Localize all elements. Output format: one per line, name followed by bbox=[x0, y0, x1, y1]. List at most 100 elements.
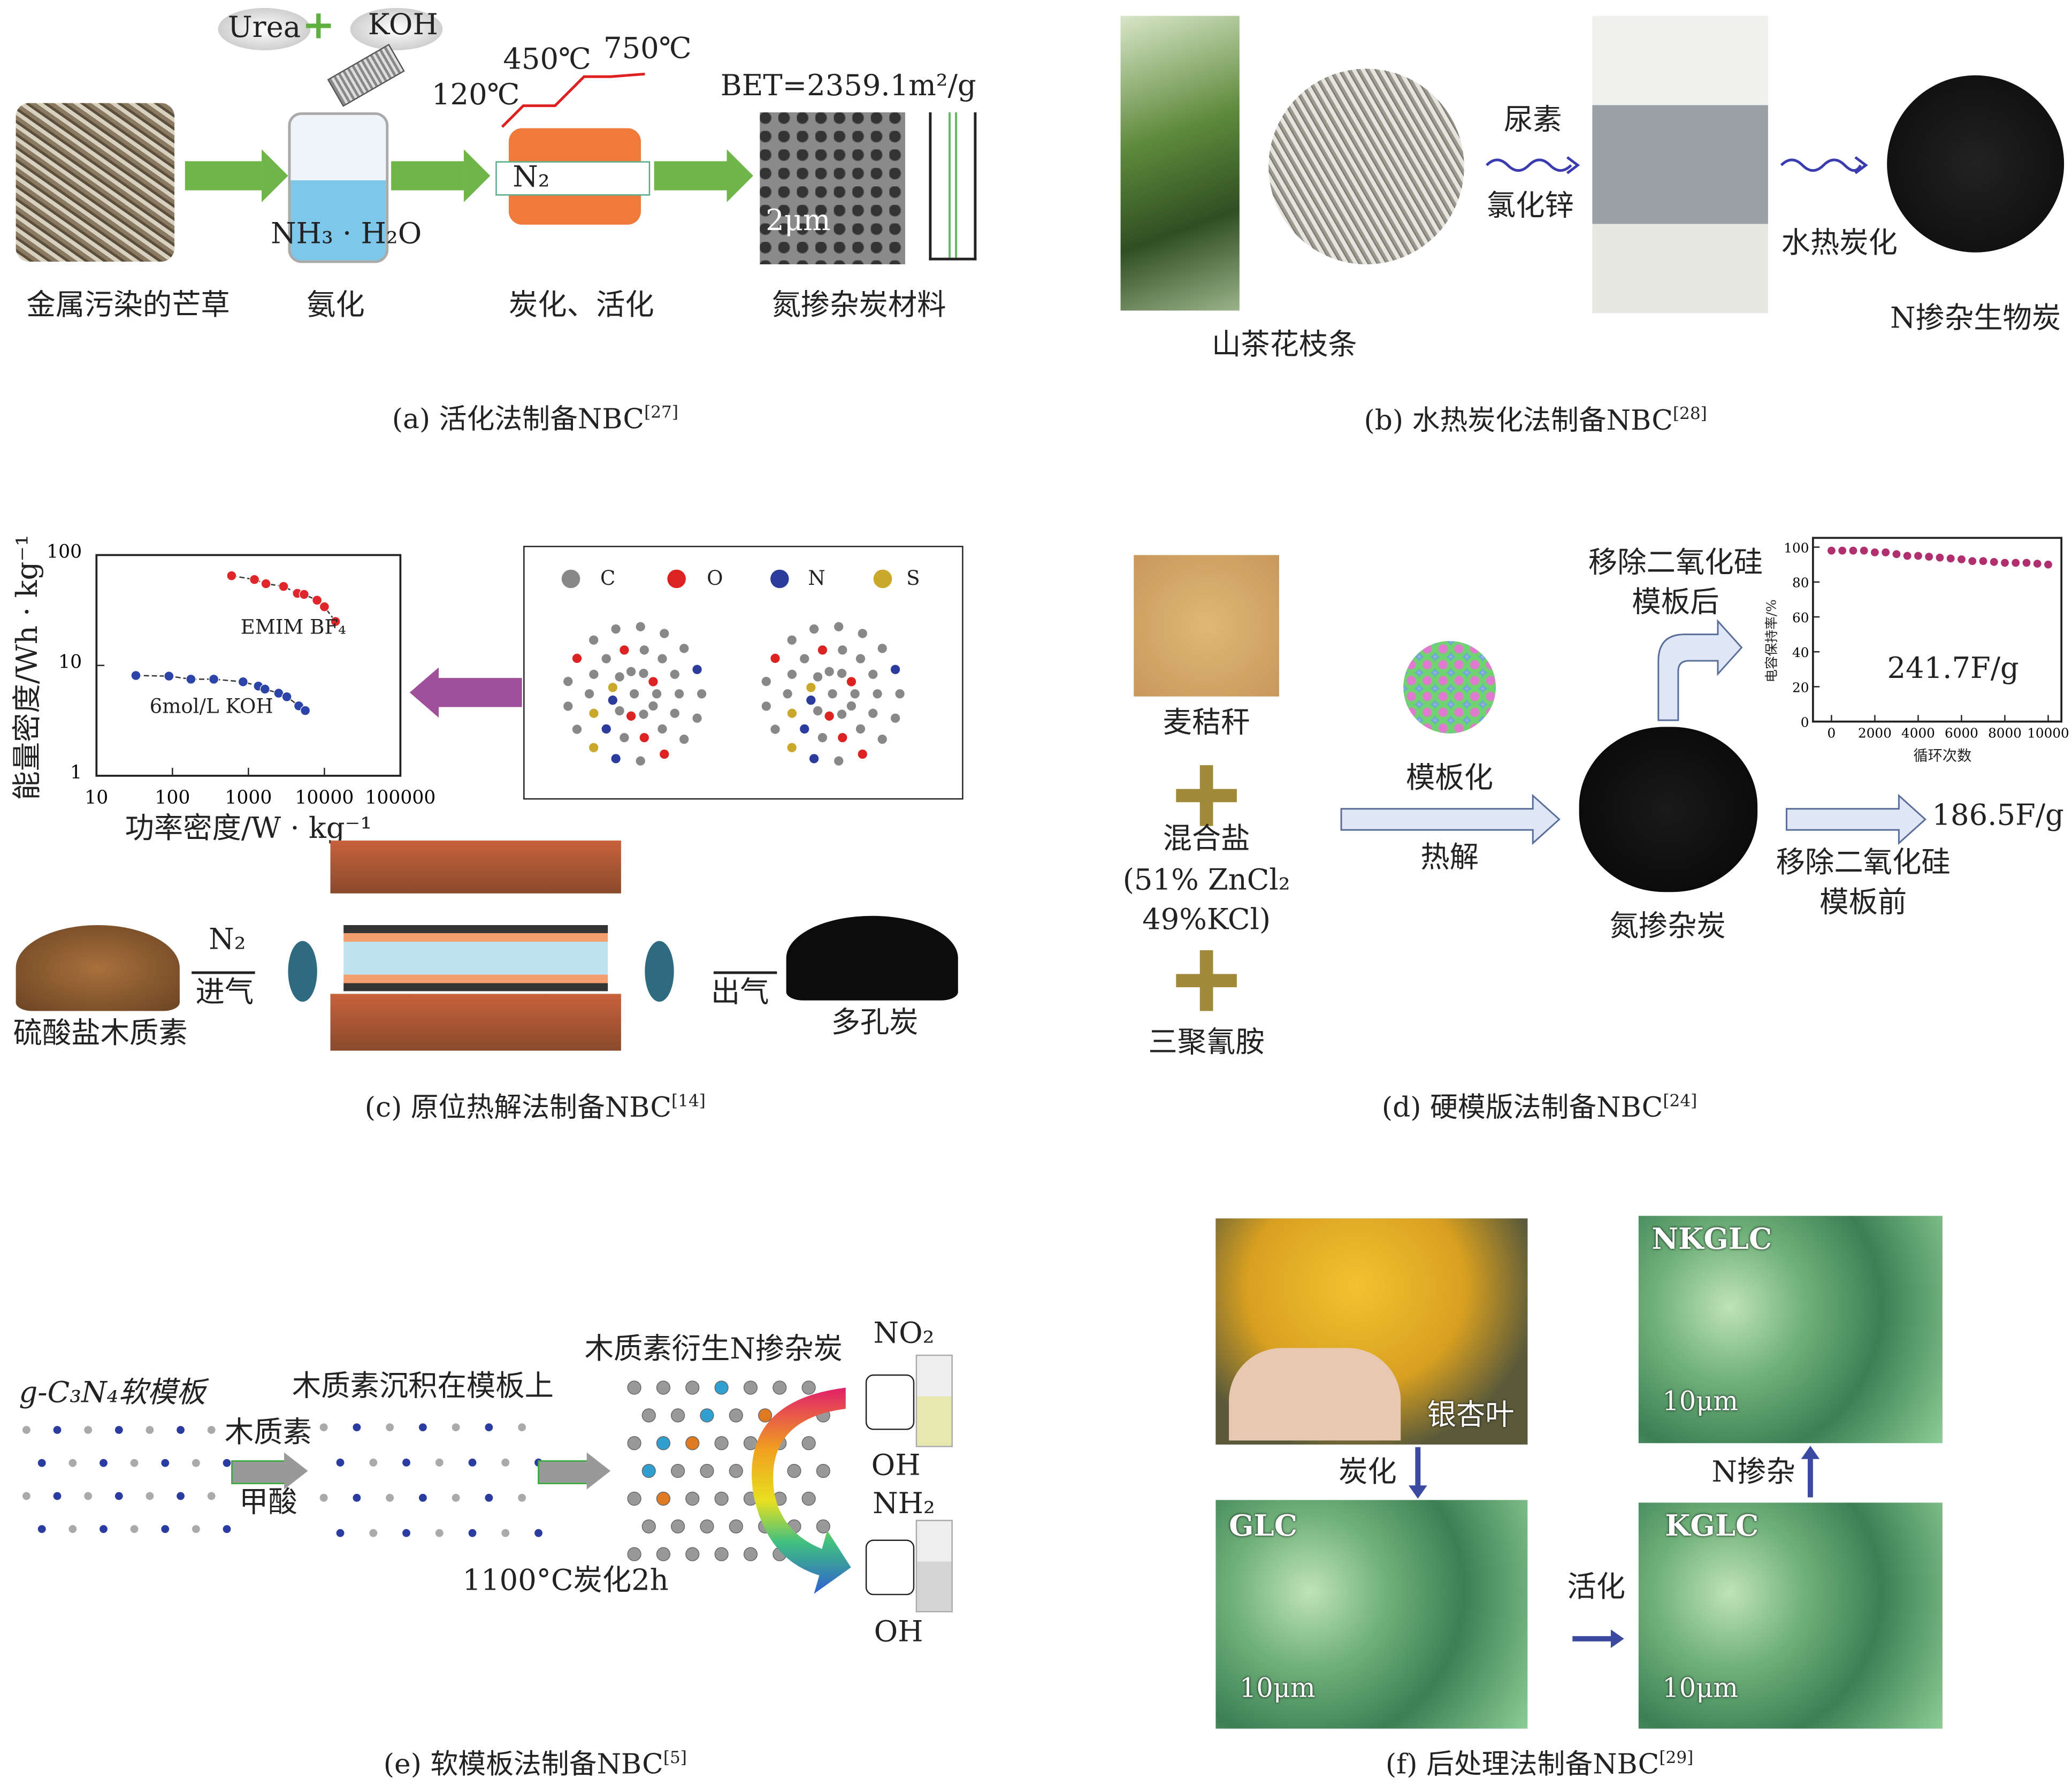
lattice-atom bbox=[353, 1423, 361, 1432]
carbonize-label: 1100°C炭化2h bbox=[462, 1564, 669, 1598]
lattice-atom bbox=[386, 1423, 394, 1432]
caption-e-text: (e) 软模板法制备NBC bbox=[383, 1748, 663, 1781]
lattice-atom bbox=[468, 1529, 477, 1537]
capacitance-before: 186.5F/g bbox=[1932, 799, 2064, 833]
carbon-atom bbox=[627, 1547, 641, 1561]
lattice-atom bbox=[336, 1529, 345, 1537]
kglc-sem-image bbox=[1638, 1502, 1943, 1729]
data-point bbox=[319, 601, 330, 612]
y-tick-label: 1 bbox=[70, 762, 82, 783]
inlet-valve bbox=[288, 941, 317, 1002]
lattice-atom bbox=[84, 1426, 93, 1434]
data-point bbox=[1979, 557, 1987, 566]
lattice-atom bbox=[68, 1525, 77, 1533]
carbon-atom bbox=[700, 1519, 714, 1533]
after-removal-label-1: 移除二氧化硅 bbox=[1588, 547, 1763, 581]
data-point bbox=[2033, 560, 2042, 568]
atom bbox=[615, 672, 624, 682]
derived-carbon-label: 木质素衍生N掺杂炭 bbox=[584, 1333, 843, 1367]
atom bbox=[679, 644, 689, 653]
atom bbox=[877, 734, 887, 744]
carbon-atom bbox=[641, 1519, 656, 1533]
urea-pile bbox=[218, 7, 311, 50]
arrow-2 bbox=[391, 149, 491, 202]
pyrolysis-label: 热解 bbox=[1420, 842, 1479, 875]
before-removal-label-1: 移除二氧化硅 bbox=[1776, 847, 1951, 881]
quartz-tube bbox=[343, 925, 608, 991]
atom bbox=[692, 713, 702, 723]
legend-n: N bbox=[808, 566, 825, 590]
furnace-tube bbox=[495, 161, 651, 196]
jar bbox=[288, 112, 389, 263]
data-point bbox=[1849, 546, 1857, 555]
porous-carbon-pile bbox=[786, 915, 958, 1001]
atom bbox=[850, 689, 860, 699]
carbon-atom bbox=[700, 1408, 714, 1423]
caption-a: (a) 活化法制备NBC[27] bbox=[392, 403, 678, 433]
atom bbox=[629, 689, 639, 699]
lattice-atom bbox=[177, 1492, 185, 1500]
atom bbox=[787, 669, 797, 679]
chopped-branches-photo bbox=[1268, 68, 1464, 264]
molecule-box bbox=[523, 546, 964, 800]
y-tick-label: 100 bbox=[47, 541, 82, 562]
inlet-label: 进气 bbox=[195, 976, 254, 1010]
nkglc-label: NKGLC bbox=[1652, 1222, 1772, 1257]
atom bbox=[837, 668, 847, 678]
lattice-atom bbox=[37, 1459, 46, 1467]
autoclave-photo bbox=[1592, 16, 1768, 314]
lattice-atom bbox=[146, 1492, 154, 1500]
lattice-atom bbox=[53, 1492, 62, 1500]
glc-label: GLC bbox=[1229, 1509, 1297, 1544]
carbon-atom bbox=[671, 1464, 685, 1478]
atom bbox=[639, 732, 649, 743]
atom bbox=[639, 709, 648, 719]
lattice-atom bbox=[114, 1492, 123, 1500]
atom bbox=[611, 624, 621, 634]
x-tick-label: 6000 bbox=[1945, 725, 1978, 741]
atom bbox=[589, 635, 599, 645]
lattice-atom bbox=[207, 1492, 216, 1500]
lattice-atom bbox=[146, 1426, 154, 1434]
retention-xlabel: 循环次数 bbox=[1913, 747, 1972, 765]
carbon-atom bbox=[627, 1436, 641, 1451]
outlet-valve bbox=[645, 941, 674, 1002]
atom bbox=[601, 654, 611, 663]
lattice-atom bbox=[192, 1459, 200, 1467]
atom bbox=[873, 689, 882, 699]
gray-arrowhead-1 bbox=[284, 1452, 308, 1490]
atom bbox=[817, 645, 828, 655]
carbon-atom bbox=[656, 1436, 671, 1451]
outlet-label: 出气 bbox=[710, 976, 769, 1010]
data-point bbox=[1882, 548, 1890, 556]
salt-label-3: 49%KCl) bbox=[1142, 904, 1271, 937]
gray-arrowhead-2 bbox=[586, 1452, 611, 1490]
series-label-emim: EMIM BF₄ bbox=[240, 615, 346, 639]
outlet-arrow bbox=[713, 971, 777, 974]
lattice-atom bbox=[192, 1525, 200, 1533]
data-point bbox=[2022, 559, 2031, 567]
nkglc-scale: 10μm bbox=[1662, 1385, 1739, 1417]
x-tick-label: 2000 bbox=[1858, 725, 1892, 741]
biochar-photo bbox=[1887, 75, 2065, 253]
data-point bbox=[1892, 550, 1901, 559]
camellia-label: 山茶花枝条 bbox=[1211, 329, 1357, 362]
temp-450: 450℃ bbox=[503, 43, 591, 77]
benzene-ring-2 bbox=[865, 1539, 915, 1596]
carbon-atom bbox=[641, 1464, 656, 1478]
atom bbox=[824, 711, 834, 721]
caption-b-ref: [28] bbox=[1672, 403, 1707, 423]
atom bbox=[589, 669, 599, 679]
lattice-atom bbox=[100, 1525, 108, 1533]
lattice-atom bbox=[518, 1423, 526, 1432]
temp-750: 750℃ bbox=[603, 33, 692, 66]
atom bbox=[589, 743, 599, 752]
lattice-atom bbox=[402, 1459, 410, 1467]
carbon-atom bbox=[714, 1491, 729, 1506]
lattice-atom bbox=[207, 1426, 216, 1434]
y-tick-label: 20 bbox=[1792, 680, 1809, 695]
data-point bbox=[249, 574, 260, 585]
x-tick-label: 10000 bbox=[2027, 725, 2069, 741]
data-point bbox=[278, 581, 289, 592]
